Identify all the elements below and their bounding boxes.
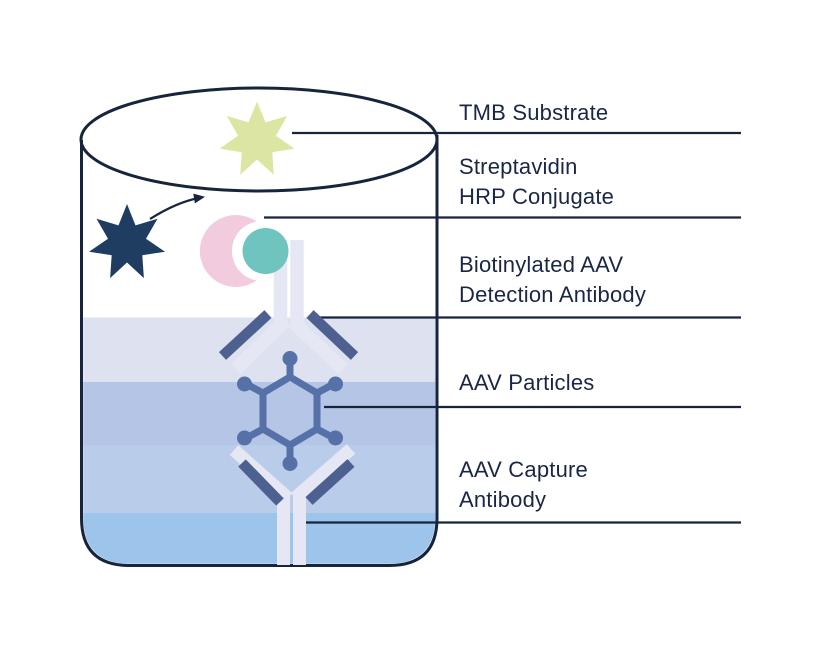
detection-antibody-arm-right	[287, 316, 348, 374]
aav-node-upper-right	[328, 376, 343, 392]
label-line: AAV Particles	[459, 370, 595, 395]
capture-antibody-body	[229, 444, 356, 565]
reaction-arrow-head	[193, 193, 205, 204]
streptavidin-crescent-icon	[199, 214, 257, 287]
liquid-layer-4	[83, 513, 436, 564]
aav-stub-upper-left	[248, 382, 265, 397]
label-aav-particles: AAV Particles	[459, 368, 594, 398]
capture-antibody-tips	[238, 459, 355, 506]
capture-antibody-arm-left	[229, 445, 293, 503]
label-line: TMB Substrate	[459, 100, 609, 125]
reaction-arrow-icon	[149, 193, 205, 220]
label-line: Antibody	[459, 487, 547, 512]
detection-antibody-tip-left	[218, 310, 272, 360]
aav-node-bottom	[282, 456, 298, 471]
label-biotinylated-detection-antibody: Biotinylated AAV Detection Antibody	[459, 250, 646, 310]
detection-antibody-icon	[218, 240, 359, 374]
label-line: HRP Conjugate	[459, 184, 615, 209]
aav-stub-lower-right	[315, 425, 332, 440]
aav-particle-icon	[237, 351, 343, 471]
label-streptavidin-hrp-conjugate: Streptavidin HRP Conjugate	[459, 152, 614, 212]
well-body-outline	[80, 135, 439, 567]
navy-star-icon	[89, 204, 165, 279]
hrp-circle-icon	[242, 228, 289, 274]
detection-antibody-tips	[218, 310, 359, 360]
detection-antibody-tip-right	[306, 310, 359, 360]
tmb-substrate-star-icon	[219, 101, 295, 175]
label-line: Detection Antibody	[459, 282, 647, 307]
aav-stub-lower-left	[248, 425, 265, 440]
aav-stub-upper-right	[315, 382, 332, 397]
label-line: AAV Capture	[459, 457, 588, 482]
microplate-well	[79, 86, 439, 567]
detection-antibody-arm-left	[231, 316, 290, 374]
aav-node-lower-left	[237, 430, 252, 446]
aav-particle-nodes	[237, 351, 343, 471]
label-line: Biotinylated AAV	[459, 252, 624, 277]
aav-node-upper-left	[237, 376, 252, 392]
capture-antibody-tip-left	[238, 459, 284, 506]
label-tmb-substrate: TMB Substrate	[459, 98, 608, 128]
aav-node-lower-right	[328, 430, 343, 446]
reaction-arrow-shaft	[149, 196, 200, 220]
capture-antibody-tip-right	[305, 459, 355, 505]
aav-node-top	[282, 351, 298, 366]
leader-lines	[264, 131, 741, 524]
capture-antibody-arm-right	[290, 444, 356, 503]
label-line: Streptavidin	[459, 154, 578, 179]
label-aav-capture-antibody: AAV Capture Antibody	[459, 455, 588, 515]
capture-antibody-icon	[229, 444, 356, 565]
aav-particle-stubs	[248, 363, 332, 459]
